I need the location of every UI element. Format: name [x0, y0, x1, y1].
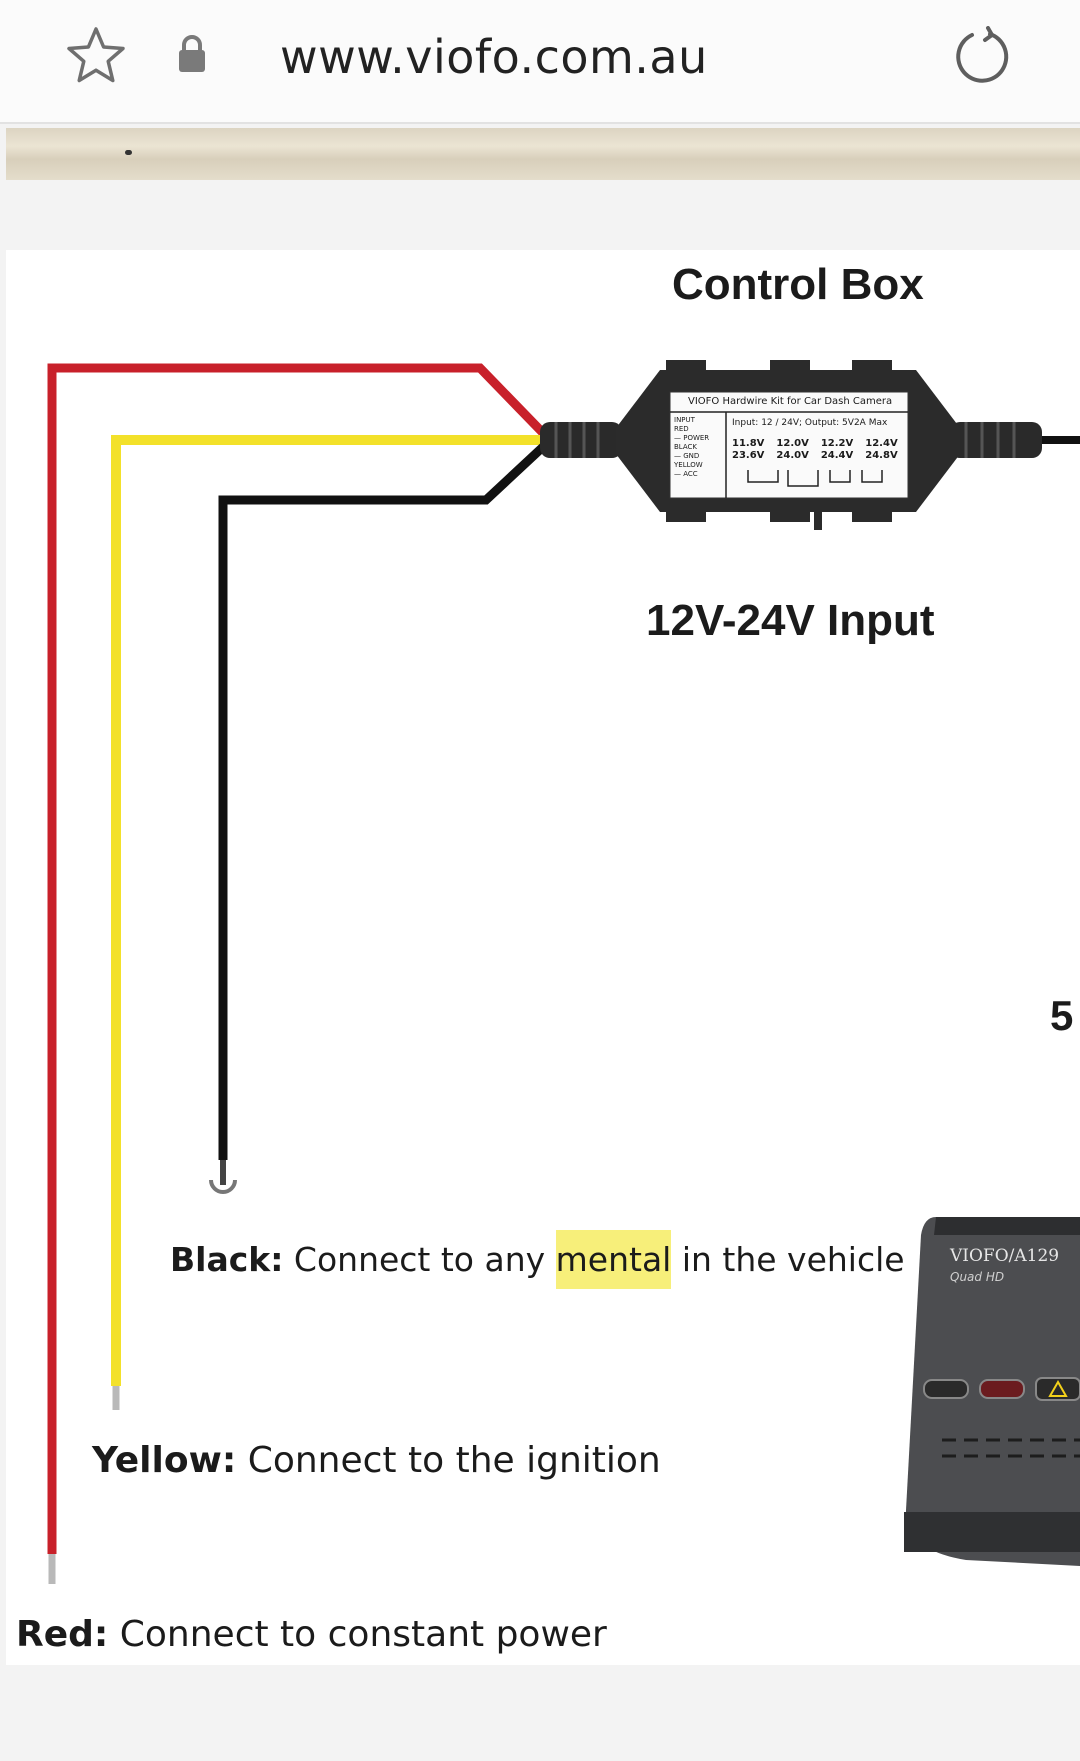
voltage-value: 24.0V — [776, 450, 809, 461]
voltage-value: 23.6V — [732, 450, 765, 461]
camera-brand: VIOFO/A129 — [950, 1246, 1060, 1266]
black-label: Black: — [170, 1240, 284, 1279]
sticker-legend: INPUT RED — POWER BLACK — GND YELLOW — A… — [674, 416, 709, 479]
sticker-title: VIOFO Hardwire Kit for Car Dash Camera — [688, 396, 893, 407]
legend-line: INPUT — [674, 416, 695, 424]
voltage-value: 12.4V — [865, 438, 898, 449]
voltage-value: 24.4V — [820, 450, 854, 461]
red-wire-caption: Red: Connect to constant power — [16, 1614, 607, 1655]
star-icon[interactable] — [66, 26, 126, 84]
cut-off-label: 5 — [1050, 992, 1074, 1039]
legend-line: RED — [674, 425, 689, 433]
yellow-label: Yellow: — [92, 1440, 237, 1481]
wire-diagram-svg — [47, 360, 1080, 1584]
left-strain-relief — [540, 422, 622, 458]
legend-line: — ACC — [674, 470, 698, 478]
yellow-wire-caption: Yellow: Connect to the ignition — [92, 1440, 661, 1481]
wiring-diagram: VIOFO Hardwire Kit for Car Dash Camera I… — [6, 250, 1080, 1665]
ring-terminal — [209, 1179, 237, 1194]
highlighted-word: mental — [555, 1230, 672, 1289]
voltage-value: 24.8V — [865, 450, 898, 461]
input-voltage-heading: 12V-24V Input — [646, 596, 935, 645]
wood-banner-image — [6, 128, 1080, 180]
black-wire-caption: Black: Connect to any mental in the vehi… — [170, 1230, 905, 1289]
control-box-sticker — [669, 391, 909, 499]
lock-icon — [179, 35, 205, 72]
sticker-spec: Input: 12 / 24V; Output: 5V2A Max — [732, 418, 888, 428]
red-label: Red: — [16, 1614, 109, 1655]
sticker-row-1: 11.8V 12.0V 12.2V 12.4V — [732, 438, 898, 449]
red-wire — [47, 363, 548, 1554]
right-strain-relief — [950, 422, 1042, 458]
reload-icon[interactable] — [952, 26, 1012, 86]
yellow-text: Connect to the ignition — [236, 1440, 661, 1481]
legend-line: — POWER — [674, 434, 710, 442]
control-box-heading: Control Box — [672, 260, 924, 309]
red-text: Connect to constant power — [108, 1614, 607, 1655]
url-text[interactable]: www.viofo.com.au — [280, 30, 708, 84]
black-text-before: Connect to any — [283, 1240, 556, 1279]
camera-sub: Quad HD — [950, 1270, 1005, 1284]
voltage-value: 11.8V — [732, 438, 765, 449]
voltage-value: 12.2V — [820, 438, 854, 449]
dash-camera-image — [904, 1217, 1080, 1566]
black-text-after: in the vehicle — [671, 1240, 905, 1279]
browser-address-bar: www.viofo.com.au — [0, 0, 1080, 124]
voltage-value: 12.0V — [776, 438, 809, 449]
yellow-wire — [111, 435, 544, 1386]
black-wire — [218, 442, 548, 1160]
legend-line: YELLOW — [674, 461, 703, 469]
legend-line: — GND — [674, 452, 700, 460]
legend-line: BLACK — [674, 443, 698, 451]
wood-knot — [125, 150, 132, 155]
sticker-row-2: 23.6V 24.0V 24.4V 24.8V — [732, 450, 898, 461]
